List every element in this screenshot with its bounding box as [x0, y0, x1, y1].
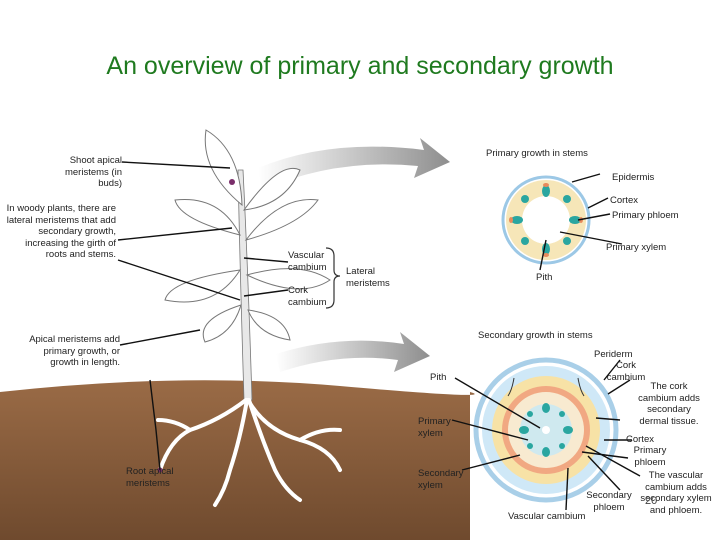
- primary-arrow: [258, 138, 450, 190]
- label-cortex-secondary: Cortex: [626, 434, 654, 445]
- label-woody-plants: In woody plants, there are lateral meris…: [6, 203, 116, 260]
- label-vascular-cambium: Vascular cambium: [288, 250, 327, 273]
- label-primary-xylem-secondary: Primary xylem: [418, 416, 451, 439]
- label-apical-meristems: Apical meristems add primary growth, or …: [29, 334, 120, 368]
- slide-title: An overview of primary and secondary gro…: [106, 52, 614, 80]
- label-secondary-growth-in-stems: Secondary growth in stems: [478, 330, 593, 341]
- page-number: 20: [645, 495, 658, 507]
- label-cork-cambium-right: Cork cambium: [606, 360, 646, 383]
- soil: [0, 380, 475, 540]
- label-lateral-meristems: Lateral meristems: [346, 266, 390, 289]
- shoot-bud: [229, 179, 235, 185]
- primary-cross-section: [501, 175, 591, 265]
- secondary-arrow: [276, 332, 430, 372]
- label-pith-secondary: Pith: [430, 372, 447, 383]
- label-root-apical-meristems: Root apical meristems: [126, 466, 174, 489]
- label-primary-phloem-secondary: Primary phloem: [633, 445, 667, 468]
- roots: [156, 398, 342, 507]
- stem: [237, 169, 253, 401]
- label-primary-phloem: Primary phloem: [612, 210, 679, 221]
- label-shoot-apical-meristems: Shoot apical meristems (in buds): [64, 155, 122, 189]
- label-cork-cambium: Cork cambium: [288, 285, 327, 308]
- secondary-cross-section: [473, 357, 619, 503]
- label-secondary-phloem: Secondary phloem: [586, 490, 632, 513]
- label-vascular-cambium-bottom: Vascular cambium: [508, 511, 586, 522]
- label-secondary-xylem: Secondary xylem: [418, 468, 464, 491]
- label-vascular-cambium-adds: The vascular cambium adds secondary xyle…: [640, 470, 712, 516]
- label-primary-xylem: Primary xylem: [606, 242, 667, 253]
- label-cork-cambium-adds: The cork cambium adds secondary dermal t…: [638, 381, 700, 427]
- label-pith: Pith: [536, 272, 553, 283]
- label-periderm: Periderm: [594, 349, 633, 360]
- leaves: [164, 129, 331, 343]
- brace-left: [325, 247, 341, 309]
- label-epidermis: Epidermis: [612, 172, 655, 183]
- leader-lines: [117, 161, 641, 511]
- label-cortex: Cortex: [610, 195, 638, 206]
- label-primary-growth-in-stems: Primary growth in stems: [486, 148, 588, 159]
